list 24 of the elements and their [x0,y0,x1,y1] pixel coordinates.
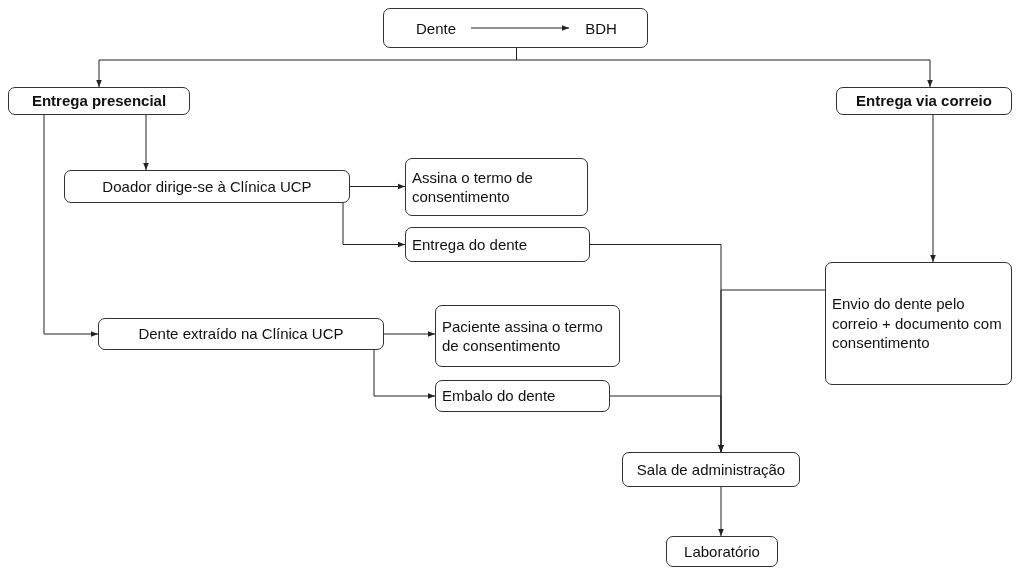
arrow [930,114,936,263]
process-box: Paciente assina o termo de consentimento [435,305,620,367]
process-box: Assina o termo de consentimento [405,158,588,216]
flow-label: BDH [576,17,626,41]
arrow [718,486,724,537]
process-box: Sala de administração [622,452,800,487]
flow-box [383,8,648,48]
process-box: Entrega do dente [405,227,590,262]
process-box: Embalo do dente [435,380,610,412]
process-box: Entrega presencial [8,87,190,115]
process-box: Dente extraído na Clínica UCP [98,318,384,350]
process-box: Entrega via correio [836,87,1012,115]
arrow [342,202,406,248]
arrow [470,25,570,31]
process-box: Doador dirige-se à Clínica UCP [64,170,350,203]
arrow [373,349,436,399]
arrow [383,331,436,337]
flow-label: Dente [406,17,466,41]
arrow [143,114,149,171]
process-box: Envio do dente pelo correio + documento com consentimento [825,262,1012,385]
arrow [43,114,99,337]
arrow [609,395,724,453]
arrow [349,183,406,190]
process-box: Laboratório [666,536,778,567]
